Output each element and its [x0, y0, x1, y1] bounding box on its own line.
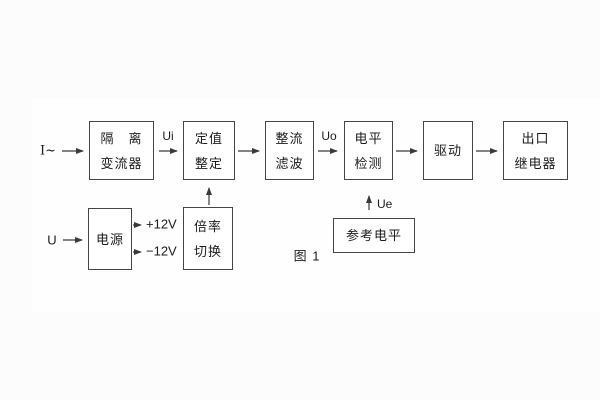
box-ratio-switch: 倍率 切换 — [183, 207, 233, 270]
box-label-line: 继电器 — [514, 155, 557, 171]
signal-minus12v-label: −12V — [146, 243, 177, 259]
box-label-line: 定值 — [194, 130, 223, 146]
box-label-line: 参考电平 — [345, 228, 402, 243]
box-label-line: 驱动 — [433, 143, 462, 158]
box-label-line: 整流 — [275, 130, 304, 146]
box-power-supply: 电源 — [88, 208, 132, 270]
signal-ui-label: Ui — [162, 129, 174, 143]
box-label-line: 倍率 — [193, 218, 222, 234]
box-label-line: 电平 — [354, 130, 383, 146]
signal-plus12v-label: +12V — [146, 216, 177, 232]
box-driver: 驱动 — [423, 121, 473, 180]
box-rectifier-filter: 整流 滤波 — [265, 121, 314, 180]
box-label-line: 切换 — [193, 243, 222, 259]
figure-caption: 图 1 — [293, 248, 321, 264]
signal-uo-label: Uo — [321, 129, 337, 143]
box-label-line: 电源 — [95, 231, 124, 247]
signal-ue-label: Ue — [377, 197, 393, 211]
box-label-line: 检测 — [354, 155, 383, 171]
box-output-relay: 出口 继电器 — [503, 121, 568, 180]
box-label-line: 隔 离 — [100, 130, 143, 146]
box-reference-level: 参考电平 — [333, 218, 415, 253]
box-isolation-transformer: 隔 离 变流器 — [89, 121, 154, 180]
box-label-line: 整定 — [194, 155, 223, 171]
box-setting-adjust: 定值 整定 — [183, 121, 235, 180]
box-label-line: 出口 — [521, 130, 550, 146]
signal-input-current-label: I~ — [39, 143, 57, 159]
box-label-line: 滤波 — [275, 155, 304, 171]
box-label-line: 变流器 — [100, 155, 143, 171]
signal-input-voltage-label: U — [47, 232, 57, 248]
box-level-detect: 电平 检测 — [344, 121, 393, 180]
